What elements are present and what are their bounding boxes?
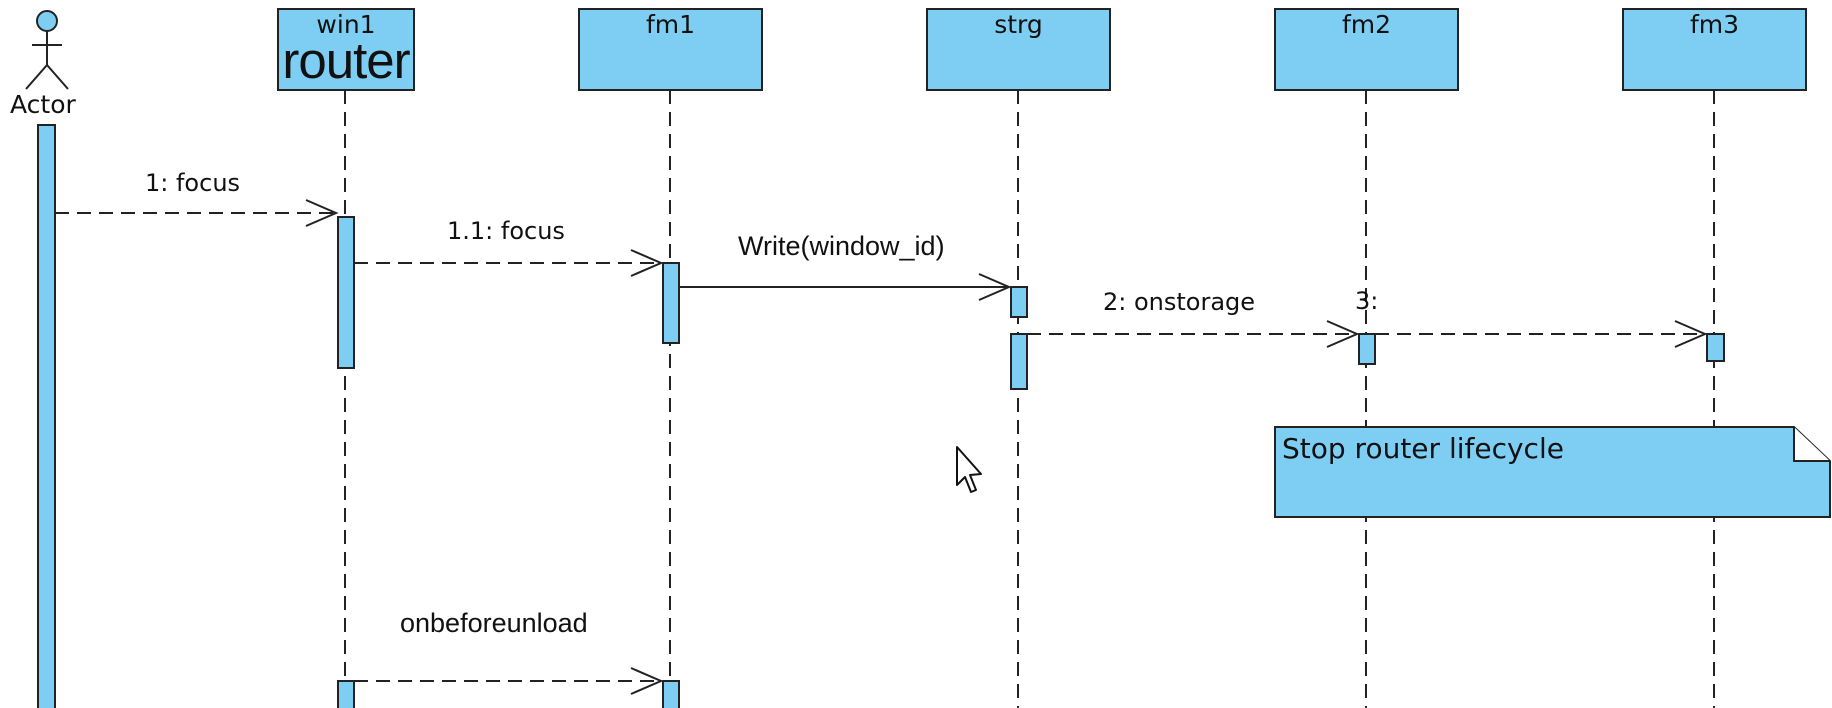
message-label-1-focus: 1: focus <box>145 169 241 197</box>
arrowhead-write <box>978 273 1012 301</box>
lifeline-box-fm3[interactable] <box>1622 8 1807 91</box>
lifeline-box-strg[interactable] <box>926 8 1111 91</box>
lifeline-box-fm2[interactable] <box>1274 8 1459 91</box>
lifeline-name-win1: win1 <box>316 10 376 39</box>
note-shape[interactable] <box>1274 426 1831 518</box>
activation-strg-1 <box>1010 286 1028 318</box>
lifeline-name-fm2: fm2 <box>1341 10 1392 39</box>
lifeline-name-fm3: fm3 <box>1689 10 1740 39</box>
message-label-write: Write(window_id) <box>738 231 945 261</box>
activation-fm3-1 <box>1706 333 1725 362</box>
lifeline-name-strg: strg <box>994 10 1043 39</box>
actor-icon[interactable] <box>25 10 69 90</box>
arrowhead-onbeforeunload <box>630 667 664 695</box>
arrowhead-2-onstorage <box>1326 320 1360 348</box>
activation-actor <box>37 124 56 708</box>
note-text: Stop router lifecycle <box>1282 432 1564 465</box>
activation-strg-2 <box>1010 333 1028 390</box>
activation-fm1-1 <box>662 262 680 344</box>
lifeline-name-fm1: fm1 <box>645 10 696 39</box>
activation-win1-2 <box>337 680 355 708</box>
message-label-2-onstorage: 2: onstorage <box>1103 288 1256 316</box>
lifeline-box-win1[interactable] <box>277 8 415 91</box>
message-label-1-1-focus: 1.1: focus <box>447 217 565 245</box>
activation-win1-1 <box>337 216 355 369</box>
message-label-3: 3: <box>1355 287 1379 315</box>
mouse-pointer-icon <box>956 446 982 493</box>
arrowhead-1-focus <box>305 199 339 227</box>
activation-fm2-1 <box>1358 333 1376 365</box>
arrowhead-3 <box>1674 320 1708 348</box>
lifeline-stereotype-router: router <box>282 32 410 89</box>
lifeline-box-fm1[interactable] <box>578 8 763 91</box>
activation-fm1-2 <box>662 680 680 708</box>
message-label-onbeforeunload: onbeforeunload <box>400 608 588 638</box>
actor-label: Actor <box>10 90 76 119</box>
arrowhead-1-1-focus <box>630 249 664 277</box>
